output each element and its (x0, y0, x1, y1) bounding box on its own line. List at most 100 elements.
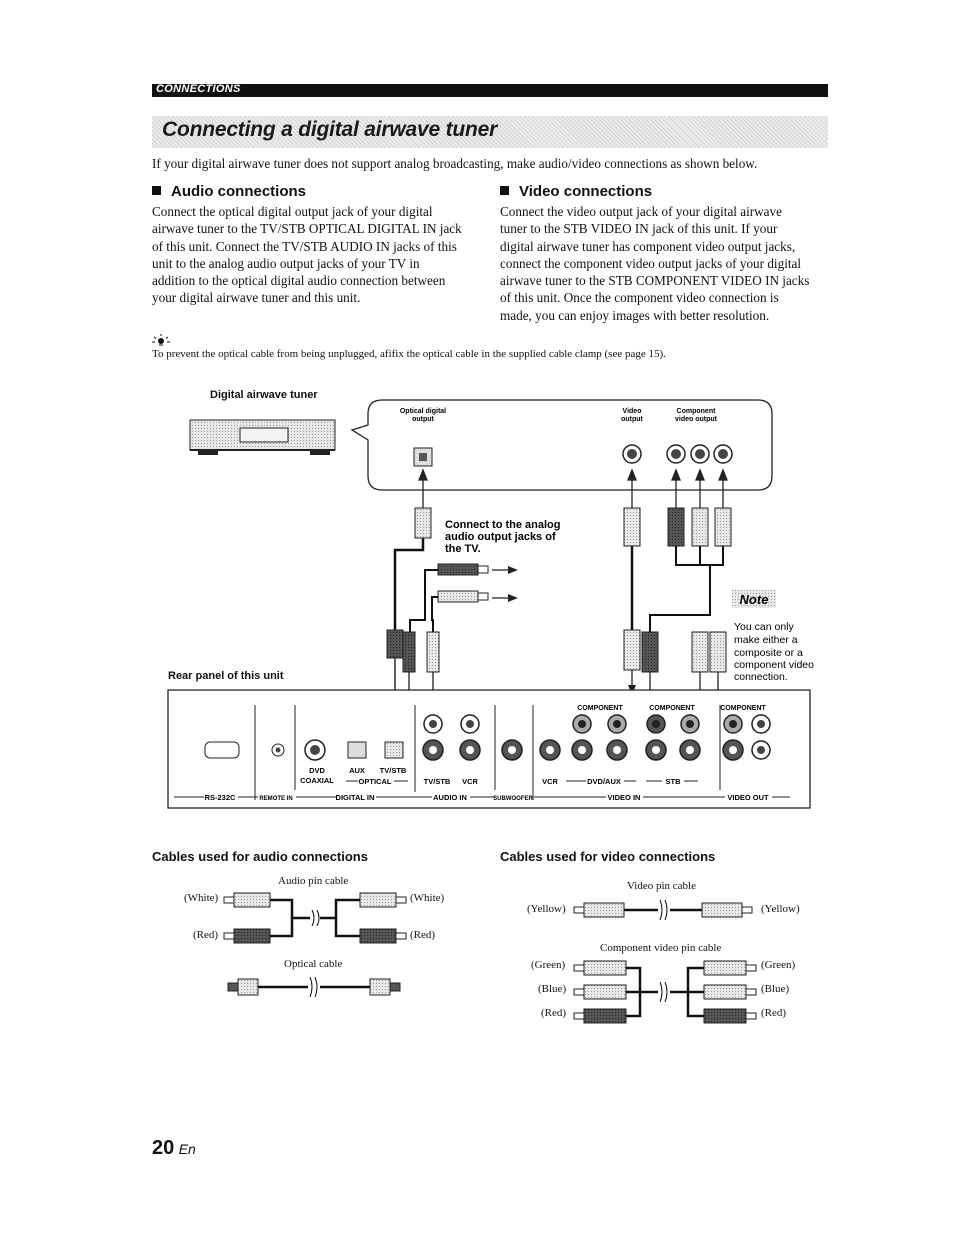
component-cable-caption: Component video pin cable (600, 942, 722, 954)
coaxial-label: COAXIAL (300, 776, 334, 785)
rca-jack-icon (723, 714, 743, 734)
note-title: Note (740, 592, 769, 607)
tv-note-line: the TV. (445, 543, 481, 555)
rear-panel (167, 689, 811, 809)
video-heading: Video connections (500, 183, 652, 200)
note-line: connection. (734, 671, 788, 683)
page-title: Connecting a digital airwave tuner (162, 118, 498, 141)
cables-video-heading: Cables used for video connections (500, 849, 716, 864)
rca-jack-icon (713, 444, 733, 464)
optical-plug-icon (414, 507, 432, 539)
tuner-device-icon (189, 419, 336, 455)
rca-jack-icon (645, 739, 667, 761)
white-left-label: (White) (184, 892, 219, 904)
tvstb-label: TV/STB (380, 766, 407, 775)
bullet-square-icon (500, 186, 509, 195)
audio-paragraph: Connect the optical digital output jack … (152, 203, 492, 307)
video-cables-illustration (573, 899, 757, 1024)
vcr-label: VCR (542, 777, 558, 786)
note-line: make either a (734, 634, 798, 646)
audio-line: your digital airwave tuner and this unit… (152, 290, 361, 306)
optical-out-label: output (412, 416, 434, 423)
blue-right-label: (Blue) (761, 983, 790, 995)
coaxial-jack-icon (304, 739, 326, 761)
rca-jack-icon (423, 714, 443, 734)
video-line: made, you can enjoy images with better r… (500, 307, 770, 323)
rca-jack-icon (646, 714, 666, 734)
optical-tvstb-jack-icon (384, 741, 404, 759)
video-line: digital airwave tuner has component vide… (500, 238, 796, 254)
audio-tvstb-label: TV/STB (424, 777, 451, 786)
note-line: composite or a (734, 647, 803, 659)
component-out-label: video output (675, 416, 718, 423)
red-right-label: (Red) (761, 1007, 787, 1019)
aux-label: AUX (349, 766, 365, 775)
rca-jack-icon (666, 444, 686, 464)
audio-in-label: AUDIO IN (433, 793, 467, 802)
tip-lightbulb-icon (152, 334, 170, 346)
rear-panel-label: Rear panel of this unit (168, 670, 284, 682)
video-out-label: output (621, 416, 643, 423)
rca-jack-icon (422, 739, 444, 761)
video-line: of this unit. Once the component video c… (500, 290, 779, 306)
green-right-label: (Green) (761, 959, 796, 971)
tip-text: To prevent the optical cable from being … (152, 348, 666, 360)
tv-note-line: Connect to the analog (445, 519, 561, 531)
page-number: 20 (152, 1137, 175, 1159)
component-out-label: Component (677, 408, 717, 415)
rca-jack-icon (690, 444, 710, 464)
dvd-aux-label: DVD/AUX (587, 777, 621, 786)
rca-jack-icon (606, 739, 628, 761)
note-badge (732, 590, 776, 608)
yellow-left-label: (Yellow) (527, 903, 566, 915)
red-right-label: (Red) (410, 929, 436, 941)
video-line: Connect the video output jack of your di… (500, 204, 782, 219)
tuner-callout-box (350, 399, 773, 491)
audio-line: airwave tuner to the TV/STB OPTICAL DIGI… (152, 221, 462, 237)
blue-left-label: (Blue) (538, 983, 567, 995)
optical-label: OPTICAL (359, 777, 392, 786)
yellow-right-label: (Yellow) (761, 903, 800, 915)
video-line: connect the component video output jacks… (500, 255, 802, 271)
audio-line: of this unit. Connect the TV/STB AUDIO I… (152, 238, 457, 254)
bullet-square-icon (152, 186, 161, 195)
green-left-label: (Green) (531, 959, 566, 971)
audio-pin-cable-caption: Audio pin cable (278, 875, 349, 887)
section-header-bar: CONNECTIONS (152, 83, 828, 97)
audio-heading: Audio connections (152, 183, 306, 200)
connection-diagram: Optical digital output Video output Comp… (167, 399, 814, 809)
video-in-label: VIDEO IN (608, 793, 641, 802)
page-number-block: 20 En (152, 1137, 196, 1160)
rs232c-port-icon (204, 741, 240, 759)
component-label: COMPONENT (649, 705, 695, 712)
rca-jack-icon (539, 739, 561, 761)
blue-rca-plug-icon (691, 507, 709, 547)
white-right-label: (White) (410, 892, 445, 904)
optical-cable-caption: Optical cable (284, 958, 343, 970)
red-left-label: (Red) (541, 1007, 567, 1019)
video-line: tuner to the STB VIDEO IN jack of this u… (500, 221, 778, 237)
digital-in-label: DIGITAL IN (336, 793, 375, 802)
audio-line: addition to the optical digital audio co… (152, 273, 446, 289)
stb-label: STB (666, 777, 682, 786)
audio-line: Connect the optical digital output jack … (152, 204, 433, 219)
white-rca-plug-icon (437, 590, 479, 603)
tuner-label: Digital airwave tuner (210, 389, 318, 401)
red-rca-plug-icon (437, 563, 479, 576)
component-label: COMPONENT (577, 705, 623, 712)
rca-jack-icon (571, 739, 593, 761)
subwoofer-label: SUBWOOFER (493, 796, 533, 802)
page-language: En (178, 1141, 196, 1157)
video-out-label: Video (623, 408, 642, 415)
subwoofer-jack-icon (501, 739, 523, 761)
intro-paragraph: If your digital airwave tuner does not s… (152, 156, 758, 171)
red-rca-plug-icon (714, 507, 732, 547)
video-line: airwave tuner to the STB COMPONENT VIDEO… (500, 273, 810, 289)
rca-jack-icon (572, 714, 592, 734)
audio-cables-illustration (223, 892, 407, 998)
rca-jack-icon (460, 714, 480, 734)
yellow-rca-plug-icon (623, 507, 641, 547)
rca-jack-icon (680, 714, 700, 734)
note-line: component video (734, 659, 814, 671)
green-rca-plug-icon (667, 507, 685, 547)
